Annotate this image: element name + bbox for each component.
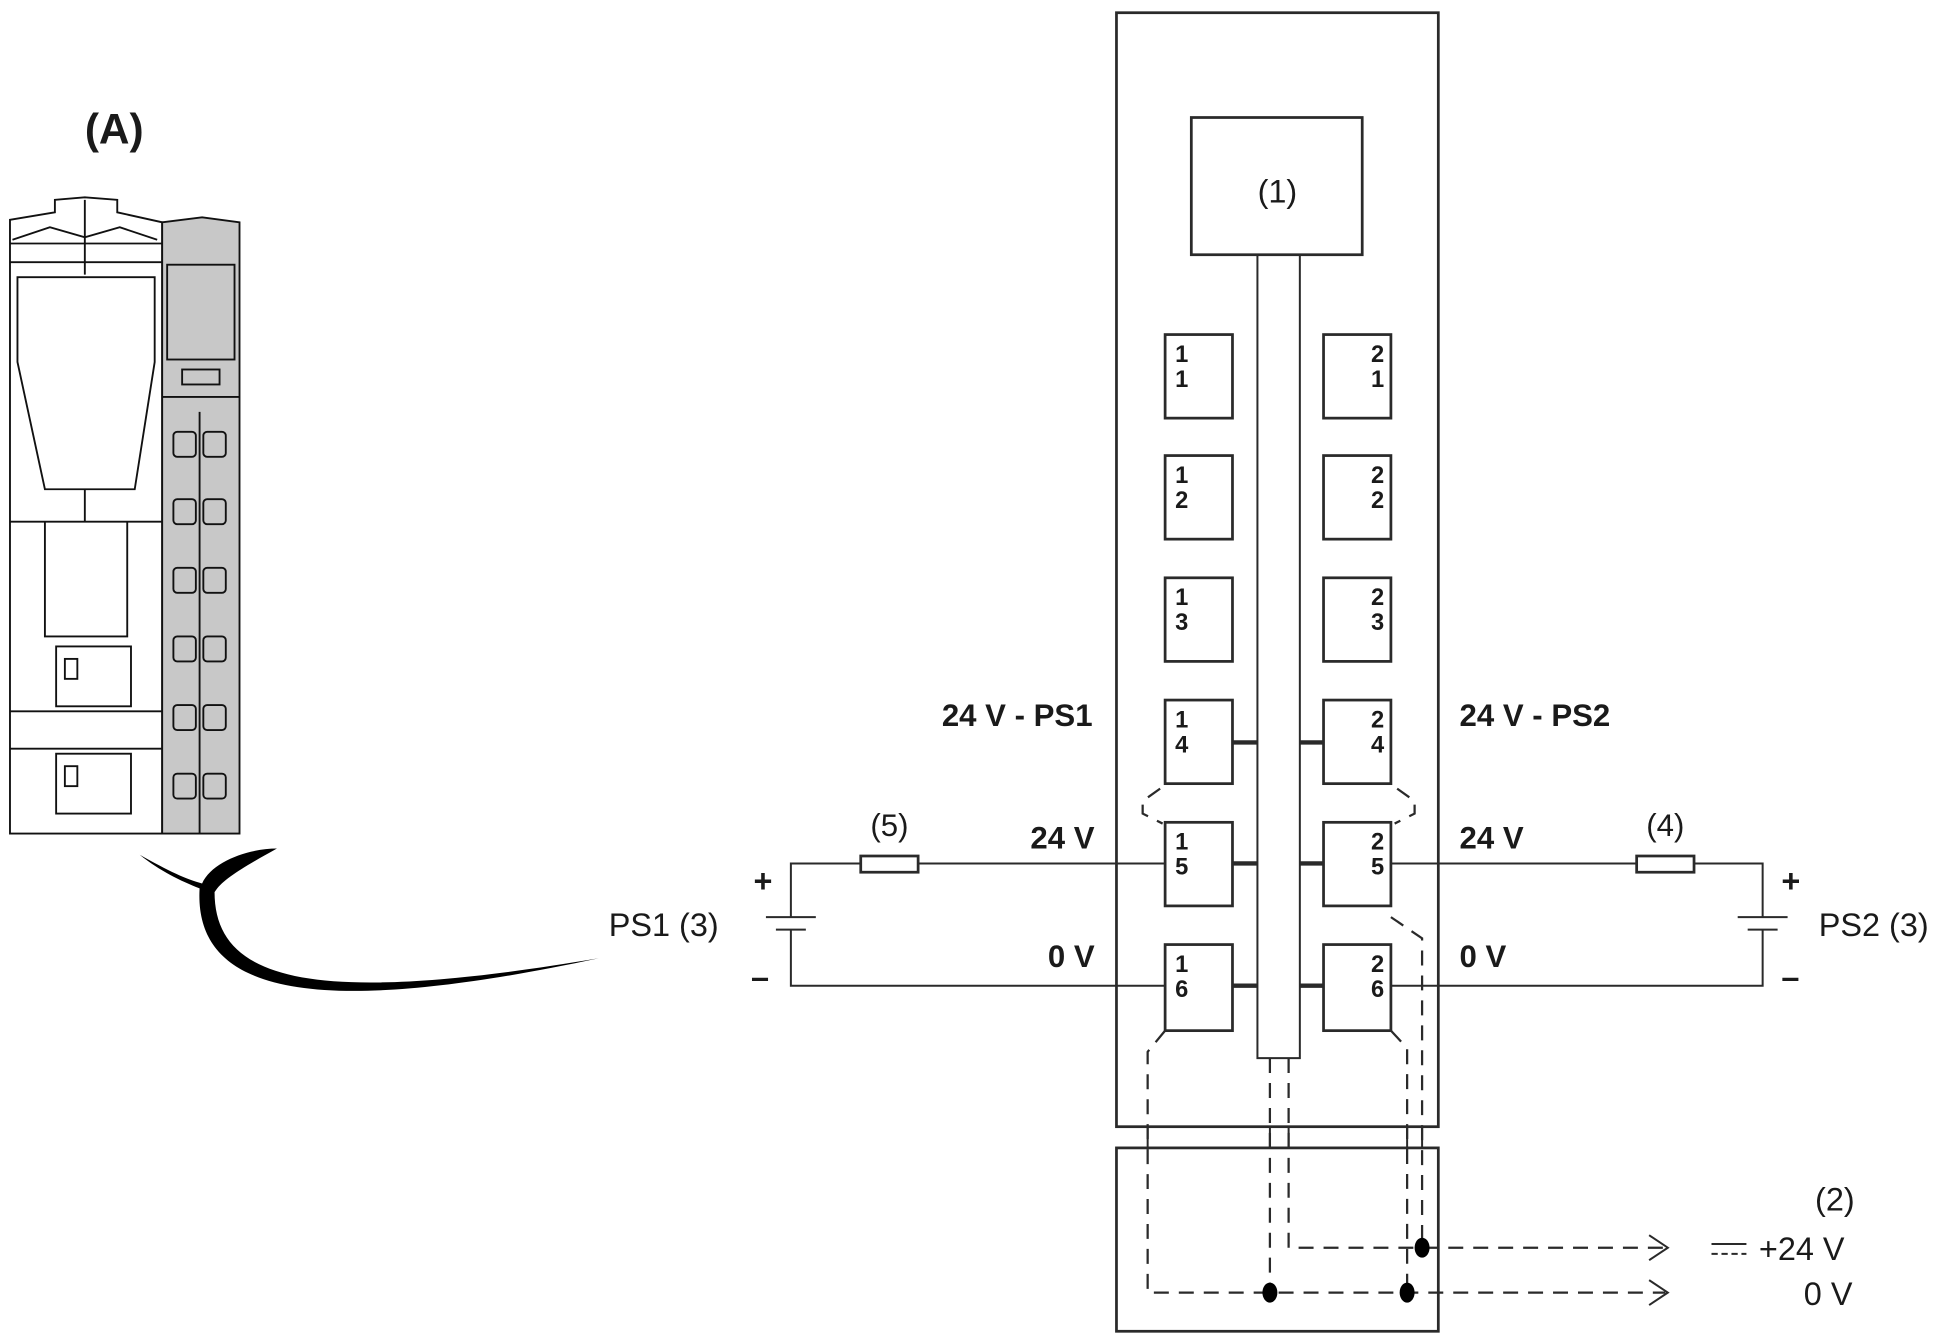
controller-block — [1189, 116, 1364, 257]
terminal-number: 5 — [1371, 855, 1384, 881]
ps2-plus: + — [1781, 863, 1800, 899]
terminal-number: 1 — [1175, 708, 1188, 734]
terminal-number: 2 — [1371, 952, 1384, 978]
terminal-number: 1 — [1175, 342, 1188, 368]
terminal-right-2 — [1322, 454, 1393, 541]
terminal-number: 1 — [1175, 367, 1188, 393]
terminal-number: 6 — [1371, 977, 1384, 1003]
terminal-left-3 — [1163, 576, 1234, 663]
terminal-number: 1 — [1175, 463, 1188, 489]
output-24v: +24 V — [1759, 1231, 1845, 1267]
ps2-battery-icon — [1737, 916, 1788, 931]
fuse-5 — [859, 854, 920, 874]
bus-connections — [1232, 740, 1324, 988]
terminal-number: 2 — [1371, 488, 1384, 514]
terminal-number: 3 — [1175, 610, 1188, 636]
ps1-battery-icon — [765, 916, 816, 931]
interconnect-lines — [1146, 1126, 1424, 1148]
terminal-number: 2 — [1371, 463, 1384, 489]
terminal-number: 3 — [1371, 610, 1384, 636]
output-label: (2) — [1815, 1181, 1855, 1217]
ps2-wiring — [1390, 862, 1764, 987]
ps1-group-label: 24 V - PS1 — [942, 698, 1093, 733]
terminal-number: 5 — [1175, 855, 1188, 881]
terminal-right-4 — [1322, 698, 1393, 786]
ps2-0v-label: 0 V — [1460, 939, 1507, 974]
terminal-left-6 — [1163, 943, 1234, 1033]
junction-dots — [1262, 1237, 1430, 1303]
terminal-number: 1 — [1175, 585, 1188, 611]
ps2-label: PS2 (3) — [1819, 907, 1929, 943]
ps2-24v-label: 24 V — [1460, 821, 1524, 856]
controller-label: (1) — [1258, 173, 1298, 209]
terminal-number: 2 — [1371, 342, 1384, 368]
fuse-4-label: (4) — [1646, 808, 1684, 843]
device-illustration — [9, 196, 241, 835]
terminal-number: 1 — [1175, 952, 1188, 978]
ps1-0v-label: 0 V — [1048, 939, 1095, 974]
ps1-wiring — [789, 862, 1166, 987]
callout-arrow — [139, 848, 599, 991]
terminal-left-1 — [1163, 333, 1234, 420]
terminal-number: 2 — [1175, 488, 1188, 514]
ps1-plus: + — [753, 863, 772, 899]
fuse-4 — [1635, 854, 1696, 874]
ps1-minus: – — [751, 959, 769, 995]
device-label: (A) — [85, 106, 144, 153]
terminal-right-6 — [1322, 943, 1393, 1033]
terminal-number: 1 — [1175, 830, 1188, 856]
terminal-number: 2 — [1371, 830, 1384, 856]
terminal-number: 4 — [1175, 732, 1189, 758]
output-0v: 0 V — [1804, 1276, 1853, 1312]
ps1-24v-label: 24 V — [1030, 821, 1094, 856]
distribution-block — [1115, 1146, 1440, 1333]
fuse-5-label: (5) — [870, 808, 908, 843]
internal-bus — [1256, 254, 1301, 1060]
terminal-right-3 — [1322, 576, 1393, 663]
ps1-label: PS1 (3) — [609, 907, 719, 943]
jumper-brackets — [1141, 787, 1416, 825]
terminal-right-1 — [1322, 333, 1393, 420]
terminal-number: 2 — [1371, 708, 1384, 734]
ps2-minus: – — [1781, 959, 1799, 995]
ps2-group-label: 24 V - PS2 — [1460, 698, 1611, 733]
terminal-left-2 — [1163, 454, 1234, 541]
terminal-number: 6 — [1175, 977, 1188, 1003]
terminal-number: 1 — [1371, 367, 1384, 393]
terminal-number: 4 — [1371, 732, 1385, 758]
terminal-number: 2 — [1371, 585, 1384, 611]
output-arrowheads — [1648, 1234, 1670, 1306]
